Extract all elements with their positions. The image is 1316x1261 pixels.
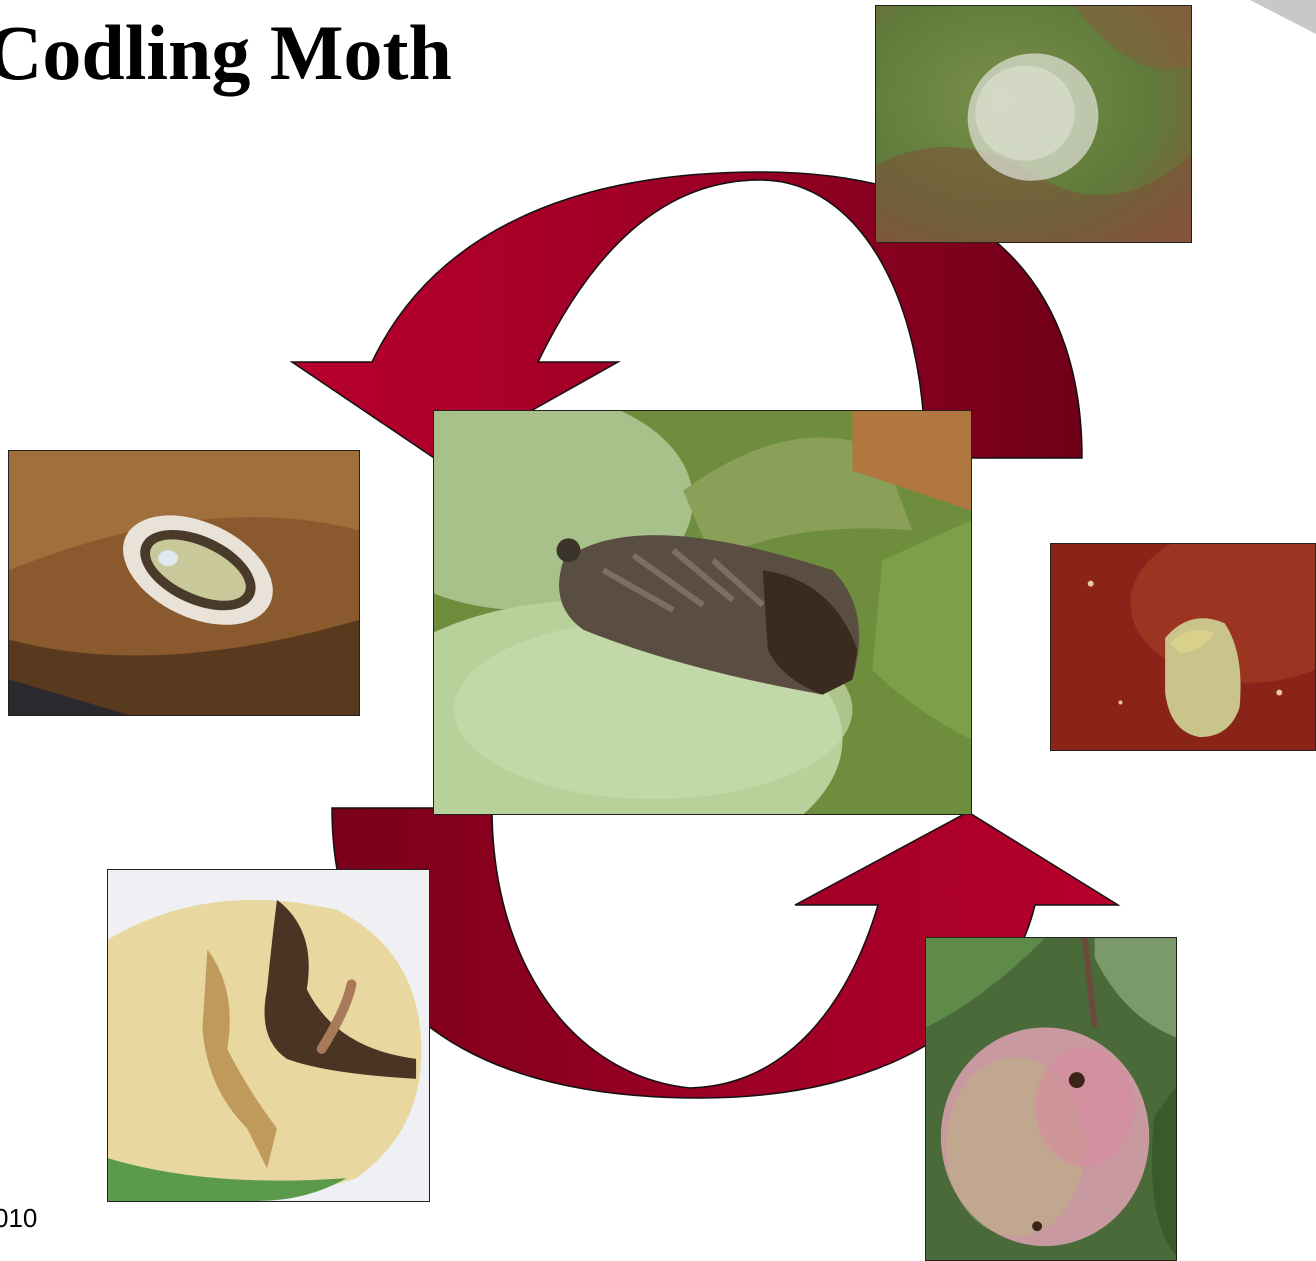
moth-on-apple-photo [433,410,972,815]
egg-on-leaf-photo [875,5,1192,243]
cut-apple-larva-photo [107,869,430,1202]
larva-cocoon-in-bark-photo [8,450,360,716]
corner-decoration [1250,0,1316,34]
damaged-apple-photo [925,937,1177,1261]
page-title: Codling Moth [0,8,452,98]
footer-year: 010 [0,1203,37,1234]
larva-entry-on-fruit-photo [1050,543,1316,751]
